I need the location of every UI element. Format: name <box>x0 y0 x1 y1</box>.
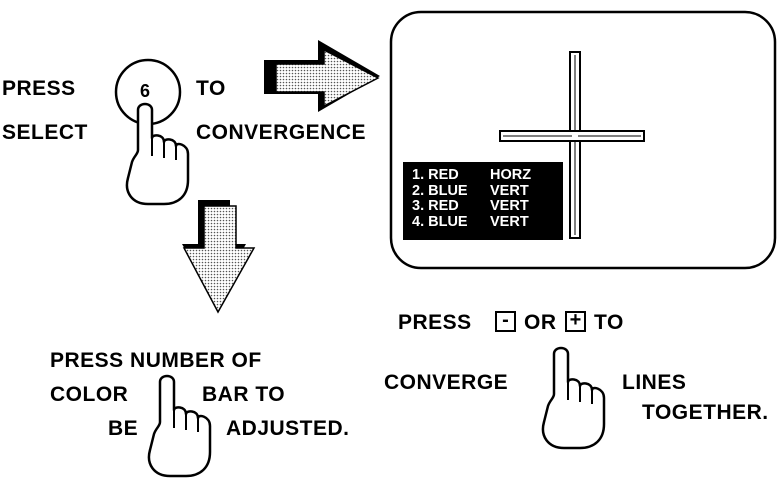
menu-item: 3. RED VERT <box>412 198 529 214</box>
lines-label: LINES <box>622 371 687 394</box>
pointing-hand-icon <box>147 374 212 478</box>
pointing-hand-icon <box>125 102 190 206</box>
step2-line1: PRESS NUMBER OF <box>50 349 262 372</box>
plus-key: + <box>565 310 586 332</box>
menu-item: 1. RED HORZ <box>412 167 532 183</box>
or-label: OR <box>524 311 557 334</box>
converge-label: CONVERGE <box>384 371 509 394</box>
right-arrow-icon <box>264 40 380 112</box>
convergence-menu: 1. RED HORZ 2. BLUE VERT 3. RED VERT 4. … <box>403 162 563 240</box>
be-label: BE <box>108 417 139 440</box>
to-label: TO <box>196 77 226 100</box>
adjusted-label: ADJUSTED. <box>226 417 350 440</box>
press-label: PRESS <box>2 77 76 100</box>
bar-to-label: BAR TO <box>202 383 286 406</box>
pointing-hand-icon <box>541 346 606 450</box>
menu-item: 4. BLUE VERT <box>412 213 529 230</box>
menu-item: 2. BLUE VERT <box>412 182 529 199</box>
button-number-label: 6 <box>140 81 151 101</box>
together-label: TOGETHER. <box>642 401 769 424</box>
down-arrow-icon <box>182 200 256 314</box>
select-label: SELECT <box>2 121 88 144</box>
color-label: COLOR <box>50 383 129 406</box>
minus-key: - <box>495 310 516 332</box>
step3-press-label: PRESS <box>398 311 472 334</box>
step3-to-label: TO <box>594 311 624 334</box>
convergence-label: CONVERGENCE <box>196 121 367 144</box>
